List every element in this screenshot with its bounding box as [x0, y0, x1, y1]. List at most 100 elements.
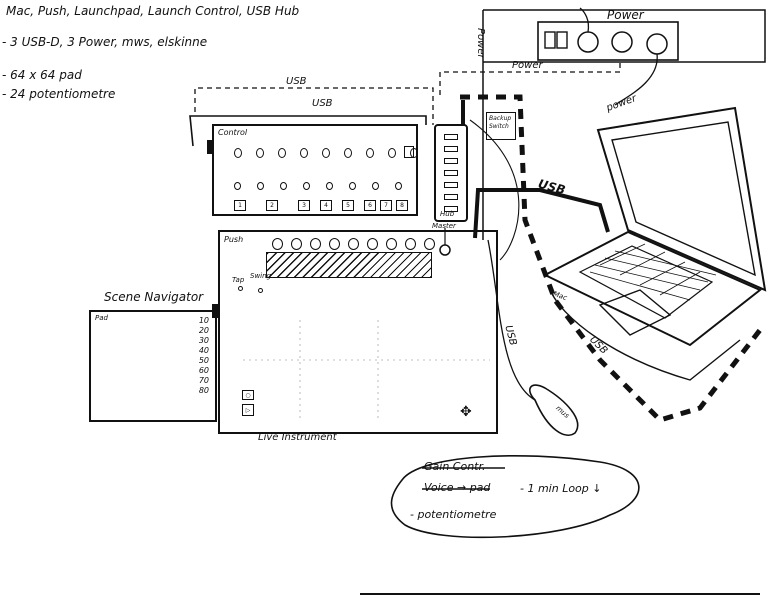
control-button-row: 1 2 3 4 5 6 7 8 — [234, 200, 408, 211]
control-usb-plug — [207, 140, 213, 154]
scene-number[interactable]: 70 — [199, 376, 209, 385]
hub-port[interactable] — [444, 170, 458, 176]
control-button[interactable]: 7 — [380, 200, 392, 211]
power-socket-1 — [578, 32, 598, 52]
control-knob[interactable] — [395, 182, 402, 190]
note-line-3: - 64 x 64 pad — [2, 68, 82, 82]
note-line-1: Mac, Push, Launchpad, Launch Control, US… — [6, 4, 299, 18]
control-knob[interactable] — [344, 148, 352, 158]
control-knob[interactable] — [234, 148, 242, 158]
tap-button[interactable] — [238, 286, 243, 291]
hub-ports — [444, 134, 458, 212]
push-knob[interactable] — [405, 238, 416, 250]
push-knob-row — [272, 238, 435, 250]
control-knob[interactable] — [234, 182, 241, 190]
power-switch — [545, 32, 555, 48]
control-knob[interactable] — [256, 148, 264, 158]
push-footer: Live Instrument — [258, 432, 337, 443]
push-title: Push — [224, 235, 243, 244]
control-knob-row-1 — [234, 148, 418, 158]
power-title: Power — [607, 8, 644, 22]
control-button[interactable]: 3 — [298, 200, 310, 211]
scene-number[interactable]: 30 — [199, 336, 209, 345]
note-line-2: - 3 USB-D, 3 Power, mws, elskinne — [2, 35, 207, 49]
backup-switch[interactable]: Backup Switch — [486, 112, 516, 140]
power-socket-2 — [612, 32, 632, 52]
push-play-button[interactable]: ▷ — [242, 404, 254, 416]
control-button[interactable]: 5 — [342, 200, 354, 211]
master-label: Master — [432, 222, 456, 230]
backup-switch-label: Backup Switch — [487, 113, 515, 133]
control-knob[interactable] — [300, 148, 308, 158]
control-knob[interactable] — [326, 182, 333, 190]
circle-icon: ○ — [245, 392, 250, 399]
power-switch-2 — [557, 32, 567, 48]
push-knob[interactable] — [272, 238, 283, 250]
push-device: Push Tap Swing ○ ▷ ✥ — [218, 230, 498, 434]
hub-bottom-label: Hub — [440, 210, 454, 218]
push-knob[interactable] — [424, 238, 435, 250]
scene-number[interactable]: 20 — [199, 326, 209, 335]
power-socket-3 — [647, 34, 667, 54]
control-knob[interactable] — [278, 148, 286, 158]
control-button[interactable]: 2 — [266, 200, 278, 211]
push-tap-label: Tap — [232, 276, 244, 284]
control-unit: Control 1 2 3 4 5 6 7 8 — [212, 124, 418, 216]
laptop-base — [545, 232, 760, 345]
scene-number[interactable]: 10 — [199, 316, 209, 325]
scene-title: Scene Navigator — [104, 290, 203, 304]
usb-hub: Hub — [434, 124, 468, 222]
control-knob[interactable] — [372, 182, 379, 190]
push-display — [266, 252, 432, 278]
push-knob[interactable] — [348, 238, 359, 250]
scene-navigator: Pad 10 20 30 40 50 60 70 80 — [89, 310, 217, 422]
scene-pad-label: Pad — [95, 314, 108, 322]
swing-button[interactable] — [258, 288, 263, 293]
usb-outer-label: USB — [286, 76, 307, 87]
loop-side-note: - 1 min Loop ↓ — [520, 482, 602, 495]
control-knob[interactable] — [322, 148, 330, 158]
hub-port[interactable] — [444, 182, 458, 188]
loop-item-3: - potentiometre — [410, 508, 496, 521]
control-knob[interactable] — [303, 182, 310, 190]
hub-port[interactable] — [444, 134, 458, 140]
control-knob[interactable] — [280, 182, 287, 190]
laptop-trackpad — [600, 290, 670, 335]
loop-item-2: Voice → pad — [424, 481, 490, 494]
scene-number[interactable]: 60 — [199, 366, 209, 375]
laptop-screen — [598, 108, 765, 290]
control-knob-row-2 — [234, 182, 402, 190]
socket-cable-1 — [580, 8, 588, 32]
power-cable-label: Power — [475, 28, 486, 59]
push-knob[interactable] — [386, 238, 397, 250]
scene-number-list: 10 20 30 40 50 60 70 80 — [199, 316, 209, 395]
note-line-4: - 24 potentiometre — [2, 87, 115, 101]
hub-port[interactable] — [444, 158, 458, 164]
control-button[interactable]: 4 — [320, 200, 332, 211]
push-knob[interactable] — [291, 238, 302, 250]
control-button[interactable]: 8 — [396, 200, 408, 211]
scene-number[interactable]: 50 — [199, 356, 209, 365]
scene-number[interactable]: 80 — [199, 386, 209, 395]
control-side-button[interactable] — [404, 146, 414, 158]
scene-number[interactable]: 40 — [199, 346, 209, 355]
push-knob[interactable] — [310, 238, 321, 250]
control-knob[interactable] — [388, 148, 396, 158]
control-button[interactable]: 1 — [234, 200, 246, 211]
control-knob[interactable] — [257, 182, 264, 190]
control-button[interactable]: 6 — [364, 200, 376, 211]
push-knob[interactable] — [329, 238, 340, 250]
control-title: Control — [218, 128, 247, 137]
push-knob[interactable] — [367, 238, 378, 250]
usb-inner-label: USB — [312, 98, 333, 109]
usb-thick-dashed — [460, 97, 760, 420]
hub-port[interactable] — [444, 194, 458, 200]
play-icon: ▷ — [246, 407, 251, 414]
hub-port[interactable] — [444, 146, 458, 152]
loop-item-1: Gain Contr. — [424, 460, 486, 473]
push-small-button[interactable]: ○ — [242, 390, 254, 400]
move-icon[interactable]: ✥ — [460, 404, 472, 420]
control-knob[interactable] — [366, 148, 374, 158]
control-knob[interactable] — [349, 182, 356, 190]
power-strip-label: Power — [512, 60, 543, 71]
